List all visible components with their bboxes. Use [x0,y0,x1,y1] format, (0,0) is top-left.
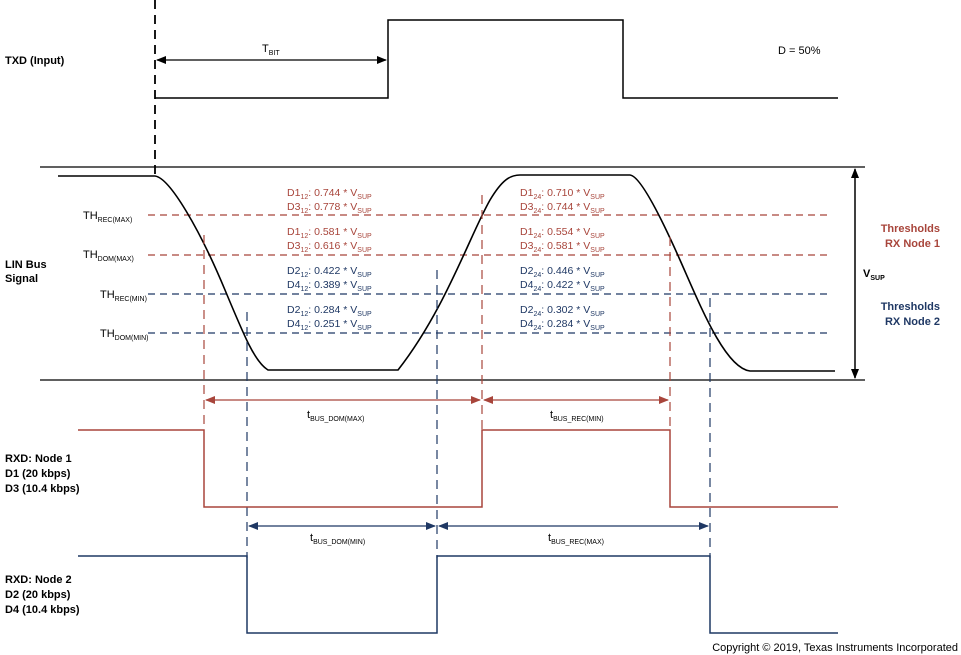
formula-left-dom-max-0: D112: 0.581 * VSUP [287,226,372,240]
rxd-node2-label-line1: RXD: Node 2 [5,574,72,586]
txd-waveform [155,19,838,99]
formula-right-rec-max-0: D124: 0.710 * VSUP [520,187,605,201]
lin-bus-label-line1: LIN Bus [5,259,47,271]
formula-right-dom-max-0: D124: 0.554 * VSUP [520,226,605,240]
formula-right-rec-max-1: D324: 0.744 * VSUP [520,201,605,215]
lin-bus-waveform [58,174,835,372]
rxd-node2-waveform [78,555,838,634]
threshold-label-dom-min: THDOM(MIN) [100,328,149,342]
formula-left-dom-min-1: D412: 0.251 * VSUP [287,318,372,332]
txd-label: TXD (Input) [5,55,65,67]
formula-right-dom-min-1: D424: 0.284 * VSUP [520,318,605,332]
legend-node1-line2: RX Node 1 [885,238,940,250]
rxd-node1-label-line2: D1 (20 kbps) [5,468,71,480]
formula-left-dom-min-0: D212: 0.284 * VSUP [287,304,372,318]
formula-group-right: D124: 0.710 * VSUP D324: 0.744 * VSUP D1… [520,187,605,332]
lin-bus-label-line2: Signal [5,273,38,285]
formula-left-rec-max-1: D312: 0.778 * VSUP [287,201,372,215]
rxd-node2-label-line2: D2 (20 kbps) [5,589,71,601]
legend-node2-line1: Thresholds [881,301,940,313]
formula-left-rec-max-0: D112: 0.744 * VSUP [287,187,372,201]
timing-label-bus-rec-max: tBUS_REC(MAX) [548,532,604,546]
rxd-node1-waveform [78,429,838,508]
copyright-notice: Copyright © 2019, Texas Instruments Inco… [712,642,958,654]
vsup-label: VSUP [863,268,885,282]
formula-right-dom-max-1: D324: 0.581 * VSUP [520,240,605,254]
formula-left-dom-max-1: D312: 0.616 * VSUP [287,240,372,254]
threshold-label-rec-max: THREC(MAX) [83,210,132,224]
rxd-node1-label-line3: D3 (10.4 kbps) [5,483,80,495]
formula-right-rec-min-1: D424: 0.422 * VSUP [520,279,605,293]
legend-node2-line2: RX Node 2 [885,316,940,328]
formula-right-dom-min-0: D224: 0.302 * VSUP [520,304,605,318]
formula-left-rec-min-0: D212: 0.422 * VSUP [287,265,372,279]
tbit-label: TBIT [262,43,280,57]
formula-right-rec-min-0: D224: 0.446 * VSUP [520,265,605,279]
duty-cycle-label: D = 50% [778,45,821,57]
threshold-label-rec-min: THREC(MIN) [100,289,147,303]
threshold-label-dom-max: THDOM(MAX) [83,249,134,263]
rxd-node1-label-line1: RXD: Node 1 [5,453,72,465]
rxd-node2-label-line3: D4 (10.4 kbps) [5,604,80,616]
timing-label-bus-dom-min: tBUS_DOM(MIN) [310,532,365,546]
timing-label-bus-rec-min: tBUS_REC(MIN) [550,409,604,423]
legend-node1-line1: Thresholds [881,223,940,235]
formula-left-rec-min-1: D412: 0.389 * VSUP [287,279,372,293]
timing-label-bus-dom-max: tBUS_DOM(MAX) [307,409,365,423]
formula-group-left: D112: 0.744 * VSUP D312: 0.778 * VSUP D1… [287,187,372,332]
